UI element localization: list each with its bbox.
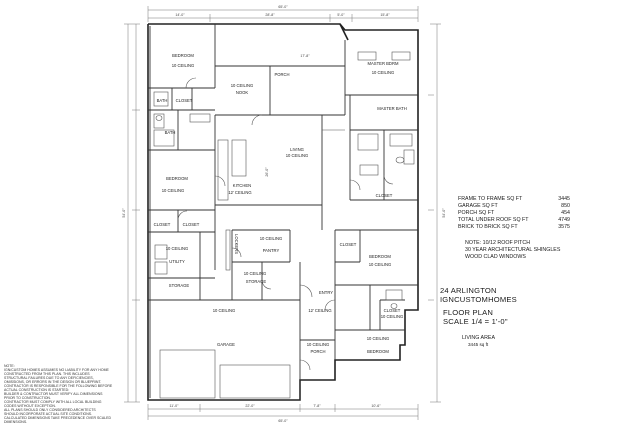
ceiling-label-master: 10 CEILING [372,70,395,75]
ceiling-label-bedroom-se: 10 CEILING [367,336,390,341]
ceiling-label-bedroom-w: 10 CEILING [162,188,185,193]
room-label-bedroom-e: BEDROOM [369,254,391,259]
interior-walls [148,24,418,400]
room-label-bedroom-nw: BEDROOM [172,53,194,58]
sqft-value: 3445 [558,196,570,202]
room-label-bath-w2: BATH [165,130,176,135]
room-label-lockers: LOCKERS [234,234,239,254]
disclaimer-notes: NOTE: IGN/CUSTOM HOMES ASSUMES NO LIABIL… [4,364,122,424]
room-label-nook: NOOK [236,90,249,95]
dim-bottom-b: 22'-0" [245,404,255,408]
room-labels: BEDROOM 10 CEILING BATH CLOSET BATH 10 C… [154,53,407,354]
disclaimer-line: DIMENSIONS. [4,420,28,424]
sqft-value: 3575 [558,224,570,230]
exterior-walls [147,23,419,401]
room-label-pantry: PANTRY [263,248,280,253]
ceiling-label-living: 10 CEILING [286,153,309,158]
room-label-bedroom-se: BEDROOM [367,349,389,354]
disclaimer-line: SHOULD INCORPORATE ACTUAL SITE CONDITION… [4,412,93,416]
ceiling-label-porch: 10 CEILING [307,342,330,347]
dim-kitchen-width: 26'-0" [265,167,269,177]
disclaimer-line: CONSTRUCTED FROM THIS PLAN. THIS INCLUDE… [4,372,90,376]
disclaimer-line: ALL PLANS SHOULD ONLY CONSIDERED ARCHITE… [4,408,96,412]
sqft-label: TOTAL UNDER ROOF SQ FT [458,217,529,223]
ceiling-label-garage: 10 CEILING [213,308,236,313]
disclaimer-line: BUILDER & CONTRACTOR MUST VERIFY ALL DIM… [4,392,103,396]
disclaimer-line: OMISSIONS, OR ERRORS IN THE DESIGN OR BL… [4,380,102,384]
fixtures [153,51,415,399]
dim-top-c: 5'-0" [337,13,345,17]
ceiling-label-utility: 10 CEILING [166,246,189,251]
living-area-label: LIVING AREA [462,335,495,341]
room-label-entry: ENTRY [319,290,333,295]
title-address: 24 ARLINGTON [440,286,497,295]
room-label-bath-w: BATH [157,98,168,103]
dimension-lines [124,6,441,420]
note-line: NOTE: 10/12 ROOF PITCH [465,240,531,246]
disclaimer-line: ACTUAL CONSTRUCTION IS STARTED: [4,388,70,392]
ceiling-label-kitchen: 12' CEILING [228,190,251,195]
sqft-label: GARAGE SQ FT [458,203,498,209]
sqft-value: 4749 [558,217,570,223]
room-label-master-bdrm: MASTER BDRM [368,61,399,66]
ceiling-label-pantry: 10 CEILING [260,236,283,241]
disclaimer-line: IGN/CUSTOM HOMES ASSUMES NO LIABILITY FO… [4,368,109,372]
room-label-utility: UTILITY [169,259,185,264]
room-label-master-closet: CLOSET [376,193,393,198]
ceiling-label-entry: 12' CEILING [308,308,331,313]
title-scale: SCALE 1/4 = 1'-0" [443,317,508,326]
living-area-value: 3445 sq ft [468,342,489,347]
dim-right-total: 54'-0" [442,208,446,218]
room-label-closet-sw2: CLOSET [183,222,200,227]
dim-living-width: 17'-8" [300,54,310,58]
door-swings [177,77,394,371]
room-label-closet-se: CLOSET [384,308,401,313]
title-plan: FLOOR PLAN [443,308,494,317]
dim-bottom-d: 10'-6" [371,404,381,408]
sqft-label: FRAME TO FRAME SQ FT [458,196,523,202]
ceiling-label-nook: 10 CEILING [231,83,254,88]
dim-top-b: 28'-8" [265,13,275,17]
dim-left-total: 54'-0" [122,208,126,218]
dim-top-d: 15'-8" [380,13,390,17]
ceiling-label-storage: 10 CEILING [244,271,267,276]
sqft-label: BRICK TO BRICK SQ FT [458,224,518,230]
title-company: IGNCUSTOMHOMES [440,295,517,304]
dim-top-total: 65'-0" [278,5,288,9]
room-label-closet-w: CLOSET [176,98,193,103]
ceiling-label-bedroom-nw: 10 CEILING [172,63,195,68]
ceiling-label-bedroom-e: 10 CEILING [369,262,392,267]
room-label-kitchen: KITCHEN [233,183,251,188]
room-label-garage: GARAGE [217,342,235,347]
note-line: 30 YEAR ARCHITECTURAL SHINGLES [465,247,561,253]
room-label-storage-1: STORAGE [246,279,267,284]
room-label-bedroom-w: BEDROOM [166,176,188,181]
disclaimer-line: CALCULATED DIMENSIONS TAKE PRECEDENCE OV… [4,416,111,420]
ceiling-label-closet-se: 10 CEILING [381,314,404,319]
disclaimer-line: NOTE: [4,364,15,368]
dim-top-a: 14'-0" [175,13,185,17]
disclaimer-line: CONTRACTOR IS RESPONSIBLE FOR THE FOLLOW… [4,384,113,388]
room-label-master-bath: MASTER BATH [377,106,406,111]
room-label-porch-top: PORCH [274,72,289,77]
room-label-closet-sw1: CLOSET [154,222,171,227]
dim-bottom-a: 11'-0" [170,404,180,408]
sqft-value: 454 [561,210,570,216]
disclaimer-line: STRUCTURAL FAILURES DUE TO ANY DEFICIENC… [4,376,94,380]
disclaimer-line: CONTRACTOR MUST COMPLY WITH ALL LOCAL BU… [4,400,102,404]
disclaimer-line: PRIOR TO CONSTRUCTION. [4,396,51,400]
room-label-closet-e: CLOSET [340,242,357,247]
dim-bottom-c: 7'-8" [313,404,321,408]
room-label-storage-2: STORAGE [169,283,190,288]
note-line: WOOD CLAD WINDOWS [465,254,526,260]
sqft-value: 850 [561,203,570,209]
dim-bottom-total: 65'-0" [278,419,288,423]
dimension-text: 65'-0" 14'-0" 28'-8" 5'-0" 15'-8" 65'-0"… [122,5,446,423]
room-label-porch-bottom: PORCH [310,349,325,354]
disclaimer-line: CODES WITHOUT EXCEPTION. [4,404,56,408]
sqft-label: PORCH SQ FT [458,210,495,216]
room-label-living: LIVING [290,147,304,152]
